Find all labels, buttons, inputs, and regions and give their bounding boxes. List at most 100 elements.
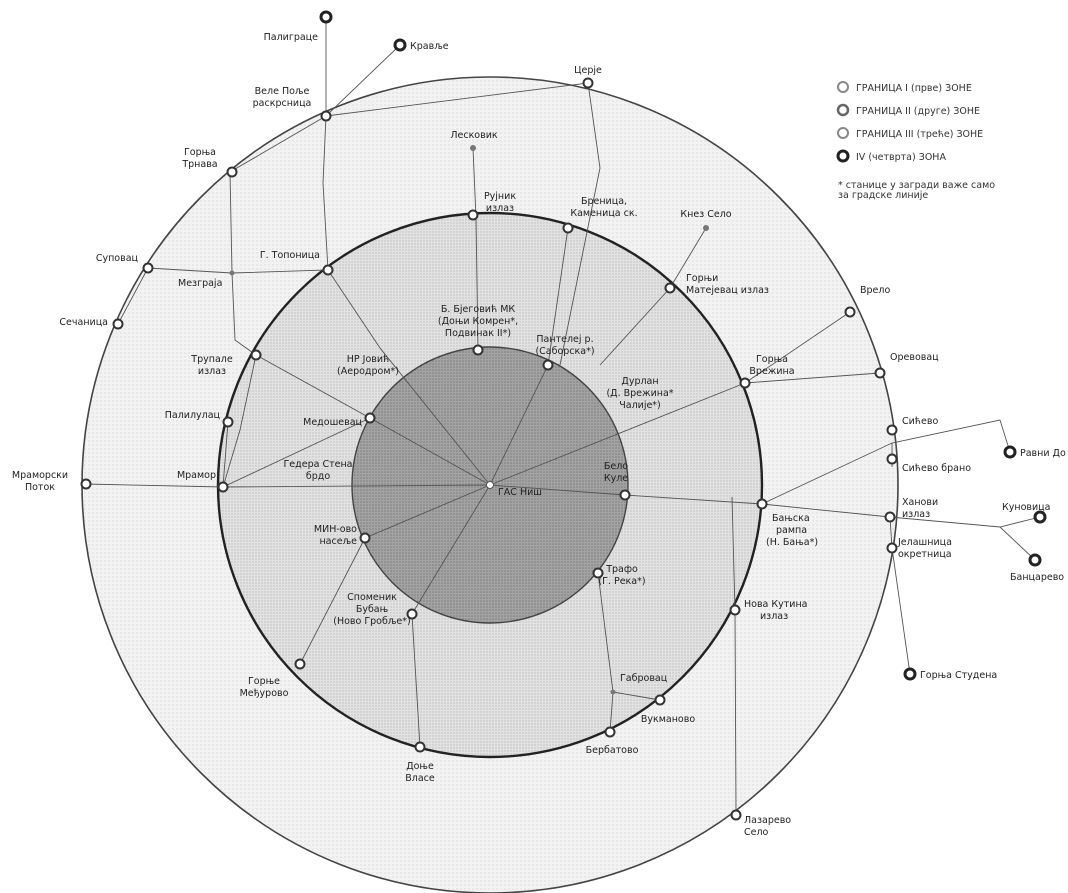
- station-label-gornja-studena: Горња Студена: [920, 670, 997, 681]
- station-label-nr-jovic: НР Јовић(Аеродром*): [337, 354, 399, 377]
- station-label-mramor: Мрамор: [177, 470, 216, 481]
- station-marker: [250, 349, 262, 361]
- station-marker: [222, 416, 234, 428]
- station-marker: [229, 270, 235, 276]
- legend-zone2-label: ГРАНИЦА II (друге) ЗОНЕ: [856, 106, 980, 117]
- station-label-orevovac: Оревовац: [890, 352, 939, 363]
- station-marker: [359, 532, 371, 544]
- station-label-vukmanovo: Вукманово: [641, 714, 695, 725]
- station-marker: [486, 481, 494, 489]
- station-marker: [364, 412, 376, 424]
- station-marker: [467, 209, 479, 221]
- legend-zone1-icon: [837, 81, 849, 93]
- station-marker: [582, 77, 594, 89]
- station-label-berbatovo: Бербатово: [586, 745, 639, 756]
- station-label-kravlje: Кравље: [410, 41, 449, 52]
- station-label-vrelo: Врело: [860, 285, 890, 296]
- station-marker: [472, 344, 484, 356]
- legend: ГРАНИЦА I (прве) ЗОНЕ ГРАНИЦА II (друге)…: [836, 81, 998, 201]
- station-marker: [1033, 510, 1047, 524]
- legend-zone4-label: IV (четврта) ЗОНА: [856, 152, 946, 163]
- station-marker: [729, 604, 741, 616]
- station-marker: [393, 38, 407, 52]
- station-marker: [414, 741, 426, 753]
- station-marker: [322, 264, 334, 276]
- station-marker: [756, 498, 768, 510]
- station-marker: [610, 689, 616, 695]
- station-marker: [886, 542, 898, 554]
- station-label-paligrace: Палиграце: [264, 32, 319, 43]
- station-label-bancarevo: Банцарево: [1010, 572, 1064, 583]
- station-label-ravni-do: Равни До: [1020, 448, 1066, 459]
- station-label-durlan: Дурлан(Д. Врежина*Чалије*): [606, 376, 673, 411]
- station-label-palinac: Палилулац: [165, 410, 221, 421]
- legend-zone3-icon: [837, 127, 849, 139]
- station-marker: [730, 809, 742, 821]
- station-marker: [664, 282, 676, 294]
- station-marker: [739, 377, 751, 389]
- station-marker: [703, 225, 709, 231]
- station-marker: [294, 658, 306, 670]
- station-label-pantelej: Пантелеј р.(Саборска*): [535, 334, 594, 357]
- station-label-bas-nis: ГАС Ниш: [498, 487, 542, 498]
- station-marker: [226, 166, 238, 178]
- station-label-knez-selo: Кнез Село: [680, 209, 731, 220]
- station-markers: [80, 10, 1047, 821]
- legend-note: * станице у загради важе само за градске…: [838, 180, 998, 201]
- station-marker: [844, 306, 856, 318]
- station-marker: [406, 608, 418, 620]
- station-marker: [1028, 553, 1042, 567]
- station-marker: [542, 359, 554, 371]
- legend-zone1-label: ГРАНИЦА I (прве) ЗОНЕ: [856, 83, 972, 94]
- station-marker: [654, 694, 666, 706]
- station-marker: [80, 478, 92, 490]
- station-marker: [142, 262, 154, 274]
- station-marker: [874, 367, 886, 379]
- station-marker: [886, 453, 898, 465]
- station-marker: [562, 222, 574, 234]
- station-label-b-bjegovic: Б. Бјеговић МК(Доњи Комрен*,Подвинак II*…: [438, 304, 518, 339]
- legend-zone2-icon: [836, 103, 850, 117]
- station-marker: [903, 667, 917, 681]
- station-label-trafo: Трафо(Г. Река*): [598, 564, 645, 587]
- station-marker: [470, 145, 476, 151]
- legend-zone3-label: ГРАНИЦА III (треће) ЗОНЕ: [856, 129, 983, 140]
- station-marker: [592, 567, 604, 579]
- station-label-gabrovac: Габровац: [620, 673, 668, 684]
- station-marker: [112, 318, 124, 330]
- station-marker: [320, 110, 332, 122]
- station-label-medosevac: Медошевац: [303, 417, 362, 428]
- station-marker: [884, 511, 896, 523]
- station-label-brenica: Бреница,Каменица ск.: [570, 196, 637, 219]
- station-marker: [619, 489, 631, 501]
- station-label-sicevo-brano: Сићево брано: [902, 463, 971, 474]
- station-marker: [319, 10, 333, 24]
- station-marker: [604, 726, 616, 738]
- station-label-suvovac: Суповац: [96, 253, 139, 264]
- station-label-mezgraja: Мезграја: [178, 278, 222, 289]
- station-label-g-toponica: Г. Топоница: [260, 250, 320, 261]
- station-marker: [1003, 445, 1017, 459]
- station-label-secanica: Сечаница: [59, 317, 108, 328]
- station-label-sicevo: Сићево: [902, 416, 938, 427]
